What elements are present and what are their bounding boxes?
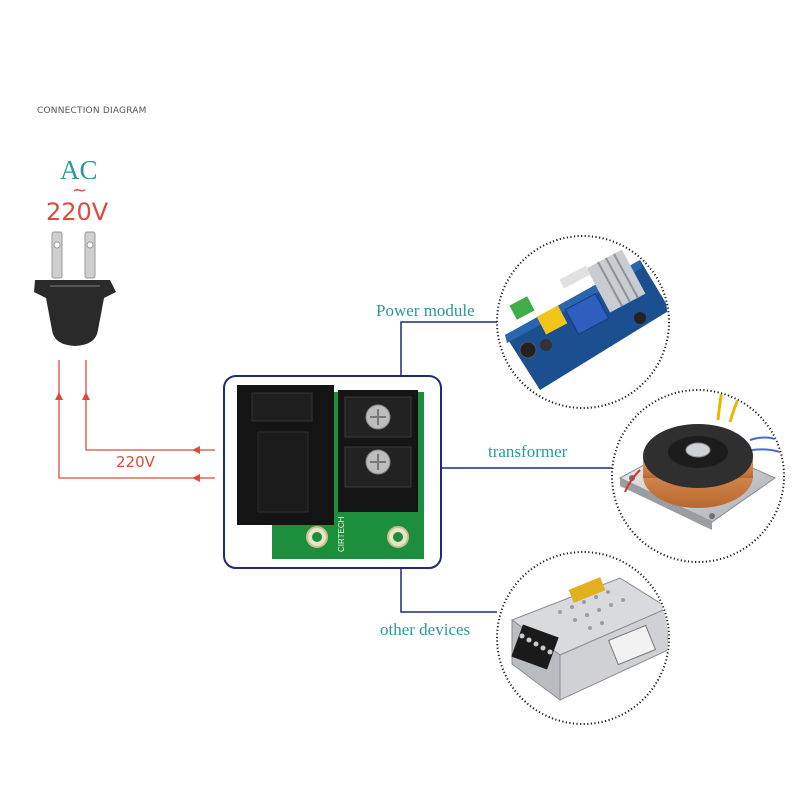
plug-icon xyxy=(34,231,116,346)
power-module-label: Power module xyxy=(376,301,475,320)
ac-wires xyxy=(58,360,215,479)
other-devices-label: other devices xyxy=(380,620,471,639)
transformer-label: transformer xyxy=(488,442,568,461)
diagram-heading: CONNECTION DIAGRAM xyxy=(37,106,147,116)
board-silkscreen: CIRTECH xyxy=(337,516,346,552)
wire-voltage-label: 220V xyxy=(116,453,155,471)
connector-lines xyxy=(400,321,612,613)
wire-arrows xyxy=(55,392,200,482)
voltage-label: 220V xyxy=(46,198,109,226)
toroidal-transformer-image xyxy=(611,389,785,563)
ac-label: AC xyxy=(60,155,98,185)
power-module-image xyxy=(496,235,670,409)
ac-symbol: ~ xyxy=(72,180,88,201)
relay-board-image: CIRTECH xyxy=(237,385,424,559)
switching-power-supply-image xyxy=(496,551,670,725)
